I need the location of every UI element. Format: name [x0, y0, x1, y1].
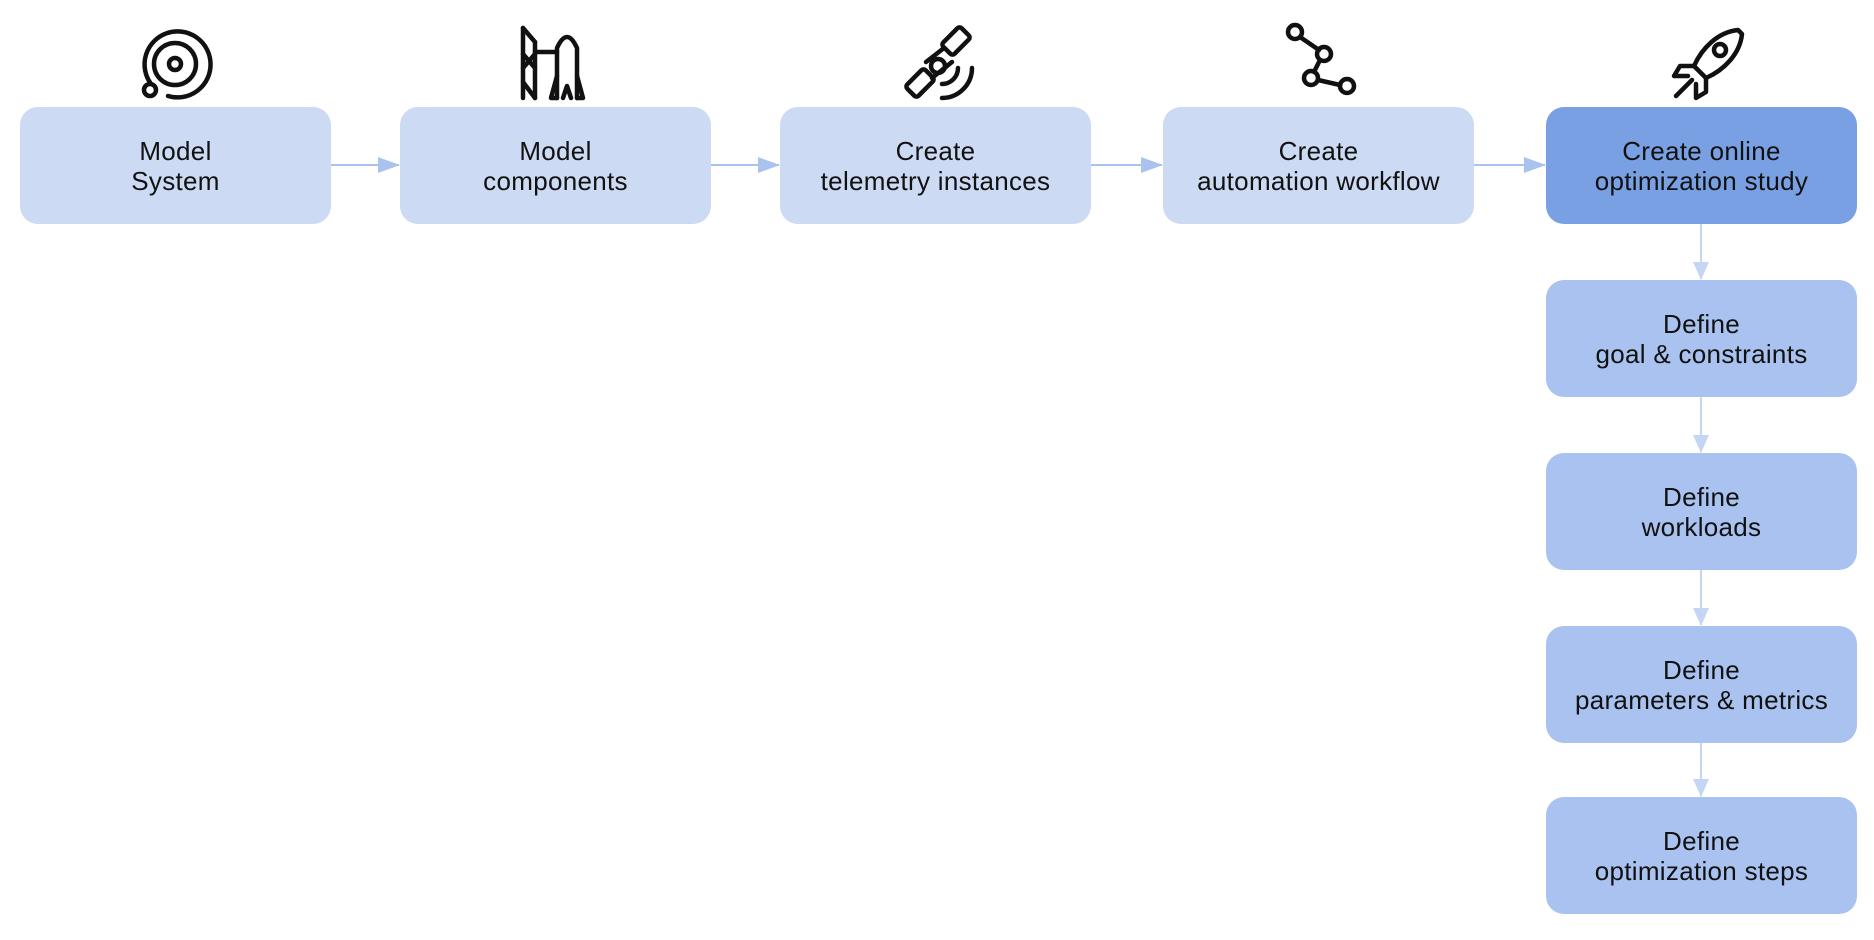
step-label-line2: automation workflow — [1197, 165, 1440, 196]
substep-label-line2: workloads — [1641, 511, 1762, 542]
step-label-line2: components — [483, 165, 628, 196]
step-label-line1: Model — [519, 135, 592, 166]
step-model-system[interactable]: Model System — [20, 107, 331, 224]
substep-label-line2: optimization steps — [1594, 855, 1809, 886]
step-label-line1: Create — [895, 135, 976, 166]
substep-label-line1: Define — [1663, 654, 1740, 685]
step-label-line1: Create — [1278, 135, 1359, 166]
step-create-automation-workflow[interactable]: Create automation workflow — [1163, 107, 1474, 224]
substep-label-line2: parameters & metrics — [1574, 684, 1829, 715]
substep-define-workloads[interactable]: Define workloads — [1546, 453, 1857, 570]
solar-system-icon — [133, 22, 217, 106]
step-label-line2: optimization study — [1594, 165, 1809, 196]
substep-label-line2: goal & constraints — [1595, 338, 1808, 369]
step-label-line1: Create online — [1622, 135, 1781, 166]
step-label-line2: telemetry instances — [820, 165, 1051, 196]
step-create-online-optimization-study[interactable]: Create online optimization study — [1546, 107, 1857, 224]
substep-define-optimization-steps[interactable]: Define optimization steps — [1546, 797, 1857, 914]
launch-tower-rocket-icon — [513, 22, 597, 106]
substep-define-goal-constraints[interactable]: Define goal & constraints — [1546, 280, 1857, 397]
substep-label-line1: Define — [1663, 308, 1740, 339]
step-label-line2: System — [131, 165, 220, 196]
substep-define-parameters-metrics[interactable]: Define parameters & metrics — [1546, 626, 1857, 743]
step-model-components[interactable]: Model components — [400, 107, 711, 224]
substep-label-line1: Define — [1663, 825, 1740, 856]
workflow-nodes-icon — [1283, 22, 1367, 106]
step-create-telemetry-instances[interactable]: Create telemetry instances — [780, 107, 1091, 224]
satellite-icon — [896, 22, 980, 106]
step-label-line1: Model — [139, 135, 212, 166]
rocket-icon — [1666, 22, 1750, 106]
substep-label-line1: Define — [1663, 481, 1740, 512]
